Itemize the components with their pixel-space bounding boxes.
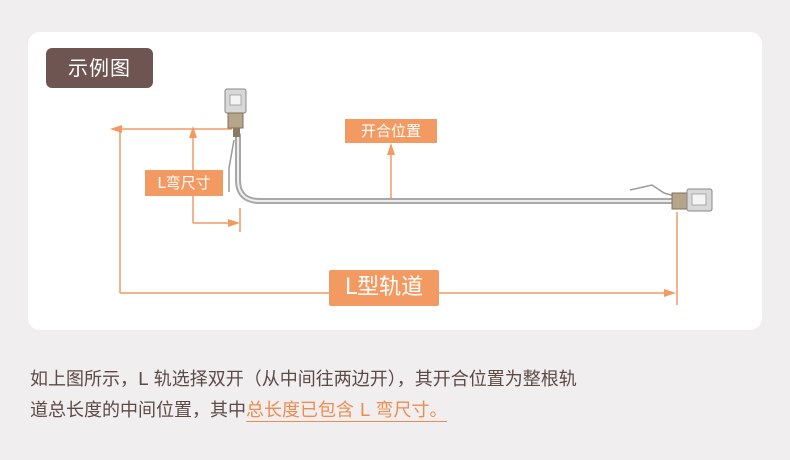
description-line-2-prefix: 道总长度的中间位置，其中: [30, 400, 246, 421]
rope-left: [228, 139, 235, 192]
example-badge: 示例图: [46, 48, 153, 88]
bend-right-arrow: [228, 219, 240, 227]
open-position-label: 开合位置: [345, 119, 437, 143]
left-top-arrow: [110, 125, 122, 133]
track-end-cap-left: [224, 88, 247, 137]
track-highlight: [237, 134, 676, 202]
bend-top-arrow: [189, 126, 197, 138]
track-end-cap-right: [671, 188, 713, 212]
open-position-arrow: [387, 143, 395, 155]
description-line-2: 道总长度的中间位置，其中总长度已包含 L 弯尺寸。: [30, 395, 770, 426]
total-length-label: L型轨道: [329, 270, 439, 306]
bend-size-label: L弯尺寸: [145, 170, 223, 196]
description-line-1: 如上图所示，L 轨选择双开（从中间往两边开），其开合位置为整根轨: [30, 369, 577, 390]
l-track: [228, 132, 683, 204]
track-body: [235, 132, 678, 204]
total-right-arrow: [664, 289, 676, 297]
description: 如上图所示，L 轨选择双开（从中间往两边开），其开合位置为整根轨 道总长度的中间…: [30, 364, 770, 426]
description-highlight: 总长度已包含 L 弯尺寸。: [246, 400, 448, 422]
